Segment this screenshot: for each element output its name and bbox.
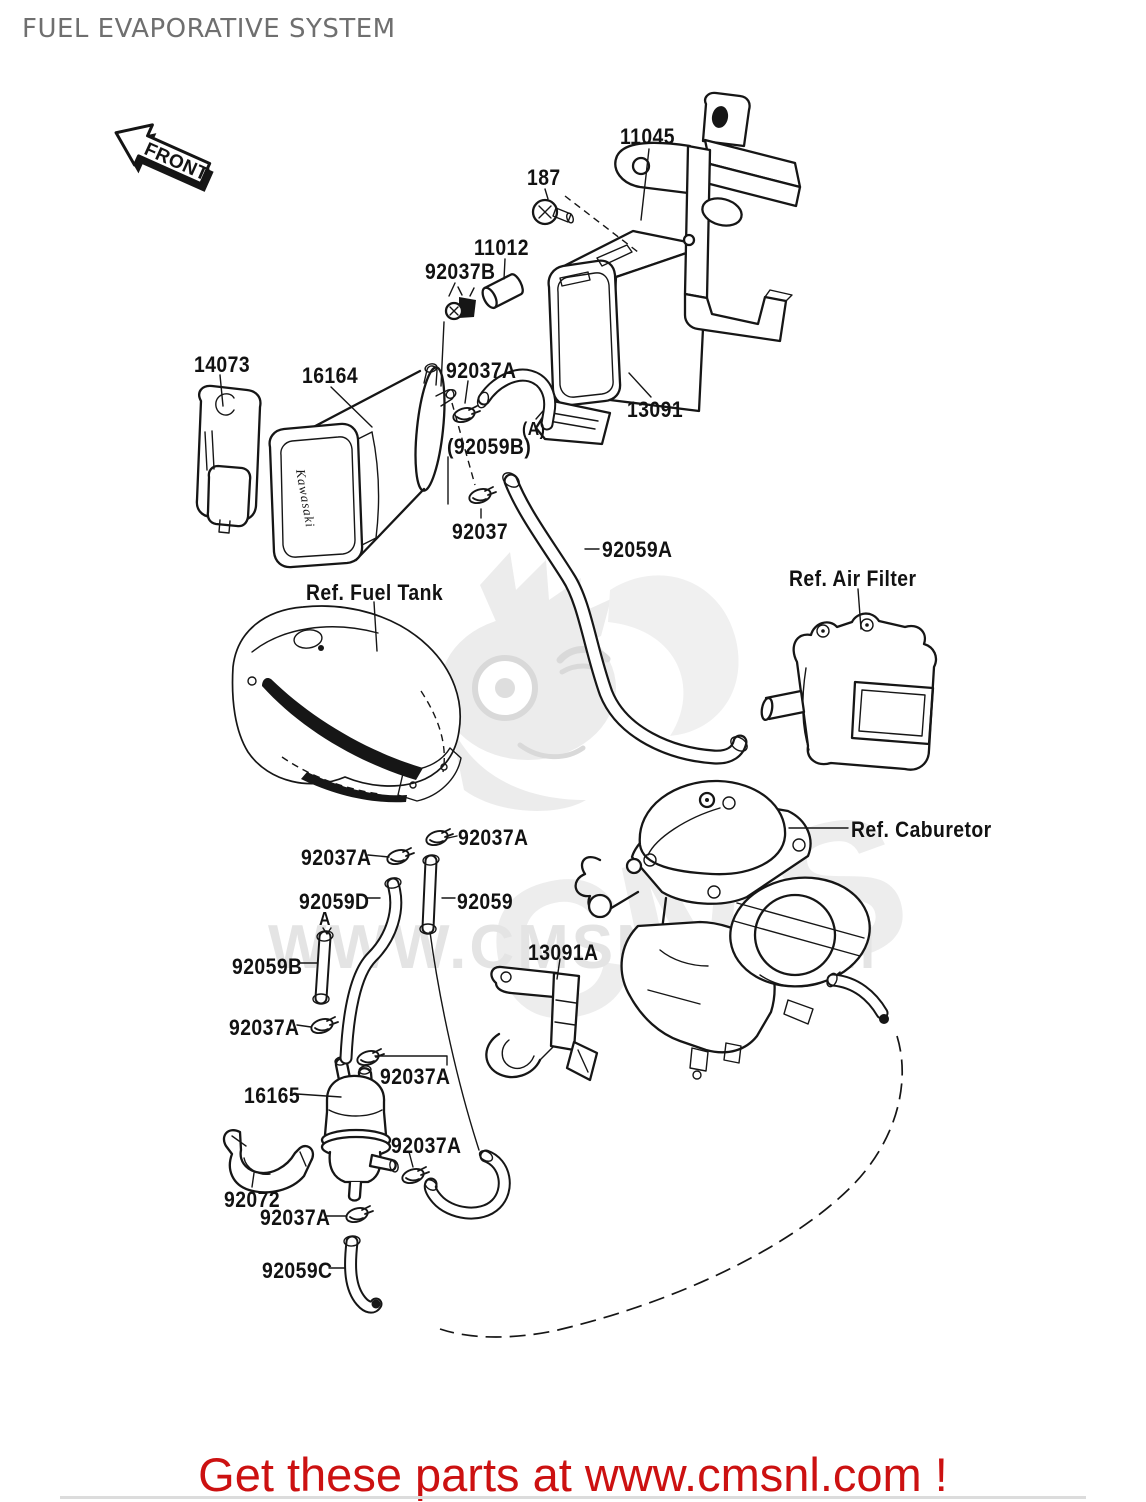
tube-11012-drawing <box>481 273 524 310</box>
hose-92059b-drawing <box>312 930 334 1005</box>
bracket-11045-drawing <box>614 91 802 343</box>
part-label-92059: 92059 <box>457 889 514 914</box>
part-label-14073: 14073 <box>194 352 251 377</box>
part-label-92037a-5: 92037A <box>380 1064 451 1089</box>
part-label-92037b: 92037B <box>425 259 496 284</box>
part-label-13091a: 13091A <box>528 940 599 965</box>
part-label-16164: 16164 <box>302 363 359 388</box>
front-direction-icon: FRONT <box>114 123 214 192</box>
clamp-92037a-icon <box>343 1204 374 1226</box>
part-label-92059c: 92059C <box>262 1258 333 1283</box>
part-label-16165: 16165 <box>244 1083 301 1108</box>
carburetor-drawing <box>574 779 871 1080</box>
hose-92059a-drawing <box>502 472 748 765</box>
part-label-92037a-1: 92037A <box>446 358 517 383</box>
part-label-92059b: 92059B <box>232 954 303 979</box>
band-92072-drawing <box>222 1129 315 1194</box>
hose-92059b-a-drawing <box>476 368 557 431</box>
routing-lines <box>322 195 903 1338</box>
part-label-92059b-ref: (92059B) <box>447 434 532 459</box>
part-label-92037a-6: 92037A <box>391 1133 462 1158</box>
clamp-92037-icon <box>466 485 497 507</box>
part-label-92037: 92037 <box>452 519 509 544</box>
part-label-92072: 92072 <box>224 1187 281 1212</box>
ref-label-a-1: (A) <box>522 419 546 439</box>
separator-16165-drawing <box>320 1056 399 1202</box>
bracket-13091a-drawing <box>485 965 599 1082</box>
air-filter-drawing <box>760 612 938 771</box>
canister-13091-drawing <box>534 229 709 446</box>
part-label-92059d: 92059D <box>299 889 370 914</box>
hose-u-bend-drawing <box>423 1149 511 1220</box>
cmsnl-promo-banner[interactable]: Get these parts at www.cmsnl.com ! <box>198 1448 948 1501</box>
ref-label-a-2: A <box>319 909 331 929</box>
ref-label-fuel-tank: Ref. Fuel Tank <box>306 580 444 605</box>
part-label-92037a-7: 92037A <box>260 1205 331 1230</box>
part-label-187: 187 <box>527 165 561 190</box>
part-label-92037a-4: 92037A <box>229 1015 300 1040</box>
part-label-92059a: 92059A <box>602 537 673 562</box>
part-label-11012: 11012 <box>474 235 529 260</box>
fuel-tank-drawing <box>231 605 462 803</box>
cover-14073-drawing <box>195 384 262 534</box>
clamp-92037a-icon <box>384 846 415 868</box>
clamp-92037b-drawing <box>440 286 476 387</box>
hose-92059c-drawing <box>343 1235 383 1314</box>
part-label-11045: 11045 <box>620 124 675 149</box>
ref-label-air-filter: Ref. Air Filter <box>789 566 917 591</box>
canister-16164-drawing: Kawasaki <box>268 363 457 569</box>
hose-92059d-drawing <box>339 877 403 1065</box>
part-label-92037a-2: 92037A <box>458 825 529 850</box>
clamp-92037a-icon <box>308 1015 339 1037</box>
bottom-divider <box>60 1496 1086 1499</box>
bolt-187-drawing <box>531 198 574 226</box>
page-title: FUEL EVAPORATIVE SYSTEM <box>22 14 396 44</box>
part-label-92037a-3: 92037A <box>301 845 372 870</box>
ref-label-carburetor: Ref. Caburetor <box>851 817 992 842</box>
leader-lines <box>219 148 862 1269</box>
hose-carburetor-drain-drawing <box>826 972 889 1024</box>
hose-92059-drawing <box>419 854 440 935</box>
part-label-13091: 13091 <box>627 397 684 422</box>
